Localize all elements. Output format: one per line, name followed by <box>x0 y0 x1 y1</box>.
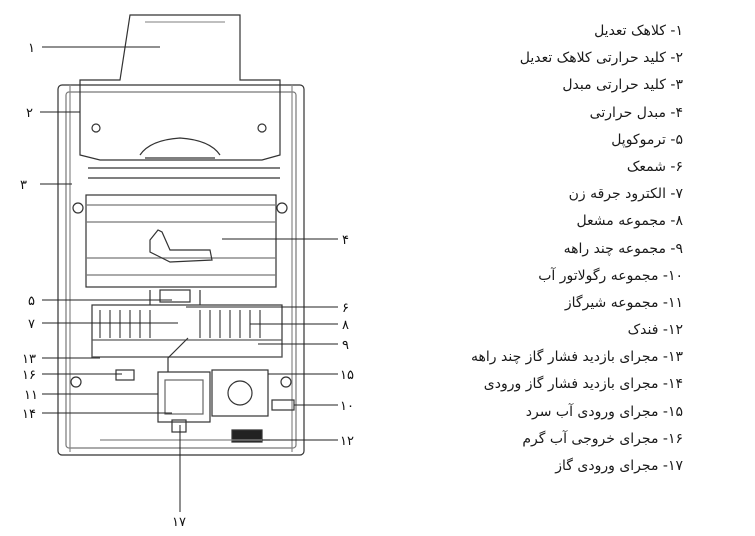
callout-17: ۱۷ <box>172 515 186 530</box>
callout-3: ۳ <box>20 178 27 193</box>
legend-item: ۱۶- مجرای خروجی آب گرم <box>522 430 683 447</box>
legend-item: ۸- مجموعه مشعل <box>576 213 683 230</box>
parts-legend: ۱- کلاهک تعدیل ۲- کلید حرارتی کلاهک تعدی… <box>263 18 683 480</box>
callout-13: ۱۳ <box>22 352 36 367</box>
callout-10: ۱۰ <box>340 399 354 414</box>
callout-7: ۷ <box>28 317 35 332</box>
callout-2: ۲ <box>26 106 33 121</box>
callout-16: ۱۶ <box>22 368 36 383</box>
legend-item: ۱۴- مجرای بازدید فشار گاز ورودی <box>483 376 683 393</box>
callout-4: ۴ <box>342 233 349 248</box>
legend-item: ۱۵- مجرای ورودی آب سرد <box>525 403 683 420</box>
callout-labels: ۱ ۲ ۳ ۴ ۵ ۶ ۷ ۸ ۹ ۱۳ ۱۶ ۱۵ ۱۱ ۱۰ ۱۴ ۱۲ ۱… <box>20 41 354 530</box>
legend-item: ۳- کلید حرارتی مبدل <box>562 77 683 94</box>
legend-item: ۱۰- مجموعه رگولاتور آب <box>538 267 683 284</box>
callout-11: ۱۱ <box>24 388 38 403</box>
callout-12: ۱۲ <box>340 434 354 449</box>
legend-item: ۲- کلید حرارتی کلاهک تعدیل <box>519 50 683 67</box>
legend-item: ۵- ترموکوپل <box>611 131 683 148</box>
legend-item: ۱۷- مجرای ورودی گاز <box>555 458 683 474</box>
callout-leaders <box>40 46 338 512</box>
legend-item: ۴- مبدل حرارتی <box>589 104 683 121</box>
legend-item: ۱۲- فندک <box>627 322 683 339</box>
legend-item: ۱۱- مجموعه شیرگاز <box>564 294 683 311</box>
callout-8: ۸ <box>342 318 349 333</box>
callout-9: ۹ <box>342 338 349 353</box>
legend-item: ۱۳- مجرای بازدید فشار گاز چند راهه <box>471 349 683 366</box>
legend-item: ۶- شمعک <box>626 158 683 175</box>
callout-15: ۱۵ <box>340 368 354 383</box>
callout-6: ۶ <box>342 301 349 316</box>
callout-1: ۱ <box>28 41 35 56</box>
callout-14: ۱۴ <box>22 407 36 422</box>
legend-item: ۹- مجموعه چند راهه <box>563 240 683 257</box>
heater-drawing <box>57 14 305 456</box>
legend-item: ۱- کلاهک تعدیل <box>594 23 683 39</box>
legend-item: ۷- الکترود جرقه زن <box>568 186 683 203</box>
callout-5: ۵ <box>28 294 35 309</box>
